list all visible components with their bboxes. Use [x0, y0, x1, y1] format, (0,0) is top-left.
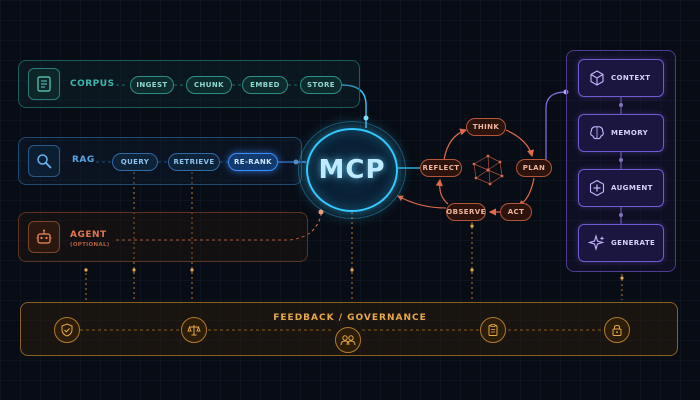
clipboard-icon[interactable] — [480, 317, 506, 343]
mcp-hub-label: MCP — [318, 155, 386, 185]
stack-augment-label: AUGMENT — [611, 184, 653, 192]
stack-context[interactable]: CONTEXT — [578, 59, 664, 97]
corpus-label: CORPUS — [70, 79, 115, 89]
magnifier-icon — [28, 145, 60, 177]
stack-context-label: CONTEXT — [611, 74, 651, 82]
step-store[interactable]: STORE — [300, 76, 342, 94]
stack-augment[interactable]: AUGMENT — [578, 169, 664, 207]
loop-act[interactable]: ACT — [500, 203, 532, 221]
brain-icon — [583, 124, 611, 142]
rag-label: RAG — [72, 155, 95, 165]
sparkle-icon — [583, 234, 611, 252]
stack-generate-label: GENERATE — [611, 239, 656, 247]
loop-observe[interactable]: OBSERVE — [446, 203, 486, 221]
stack-generate[interactable]: GENERATE — [578, 224, 664, 262]
robot-icon — [28, 221, 60, 253]
stack-memory-label: MEMORY — [611, 129, 649, 137]
plus-hexagon-icon — [583, 179, 611, 197]
people-icon[interactable] — [335, 327, 361, 353]
lock-icon[interactable] — [604, 317, 630, 343]
governance-title: FEEDBACK / GOVERNANCE — [273, 313, 427, 323]
step-query[interactable]: QUERY — [112, 153, 158, 171]
step-embed[interactable]: EMBED — [242, 76, 288, 94]
loop-reflect[interactable]: REFLECT — [420, 159, 462, 177]
step-ingest[interactable]: INGEST — [130, 76, 174, 94]
step-retrieve[interactable]: RETRIEVE — [168, 153, 220, 171]
mcp-hub[interactable]: MCP — [306, 128, 398, 212]
agent-sublabel: (OPTIONAL) — [70, 242, 110, 248]
scales-icon[interactable] — [181, 317, 207, 343]
cube-icon — [583, 69, 611, 87]
stack-memory[interactable]: MEMORY — [578, 114, 664, 152]
agent-label: AGENT — [70, 230, 107, 240]
document-icon — [28, 68, 60, 100]
step-chunk[interactable]: CHUNK — [186, 76, 232, 94]
shield-check-icon[interactable] — [54, 317, 80, 343]
loop-think[interactable]: THINK — [466, 118, 506, 136]
loop-plan[interactable]: PLAN — [516, 159, 552, 177]
agent-lane — [18, 212, 308, 262]
step-re-rank[interactable]: RE-RANK — [228, 153, 278, 171]
hub-outer-ring — [298, 121, 406, 219]
